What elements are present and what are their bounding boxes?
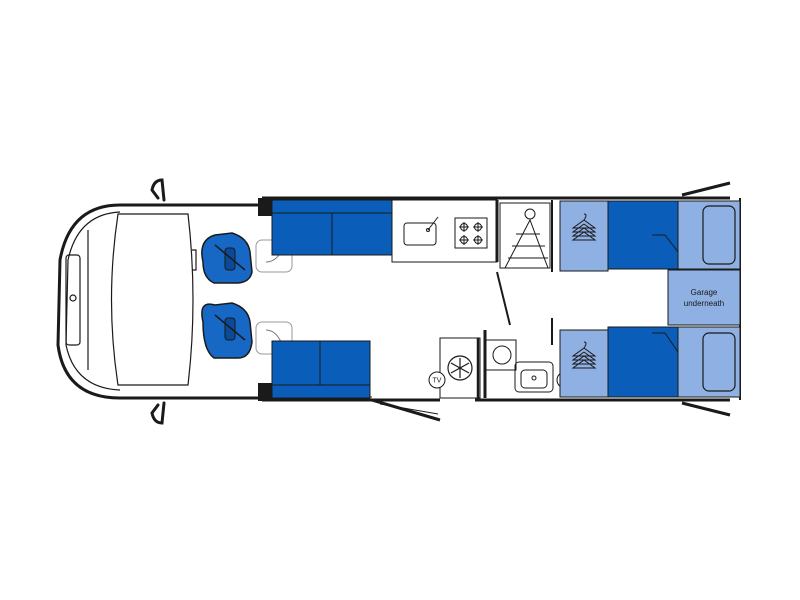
tv-icon: TV xyxy=(428,371,446,389)
mirror-left xyxy=(150,178,166,202)
washroom-walls xyxy=(483,200,553,398)
lounge-seat-upper xyxy=(271,199,393,256)
pillow-upper xyxy=(702,205,736,265)
garage-box: Garage underneath xyxy=(667,269,741,326)
hob-icon xyxy=(454,217,488,249)
washbasin-icon xyxy=(514,361,554,393)
cab-details xyxy=(65,211,197,391)
shower-tray xyxy=(499,202,551,269)
hanger-icon xyxy=(571,213,597,241)
mirror-right xyxy=(150,401,166,425)
hanger-icon xyxy=(571,341,597,369)
cab-seat-driver xyxy=(201,232,253,284)
lounge-seat-lower xyxy=(271,340,371,399)
tv-label: TV xyxy=(433,378,442,385)
sink-icon xyxy=(403,216,439,246)
kitchen-counter xyxy=(391,199,498,263)
garage-label-line2: underneath xyxy=(684,299,724,308)
snowflake-icon xyxy=(447,355,473,381)
entrance-door xyxy=(371,398,441,422)
cab xyxy=(56,203,262,400)
windscreen xyxy=(110,213,194,386)
garage-label-line1: Garage xyxy=(691,288,718,297)
toilet-icon xyxy=(485,339,517,371)
dashboard-panel xyxy=(65,254,81,346)
pillow-lower xyxy=(702,332,736,392)
cab-seat-passenger xyxy=(201,302,253,359)
